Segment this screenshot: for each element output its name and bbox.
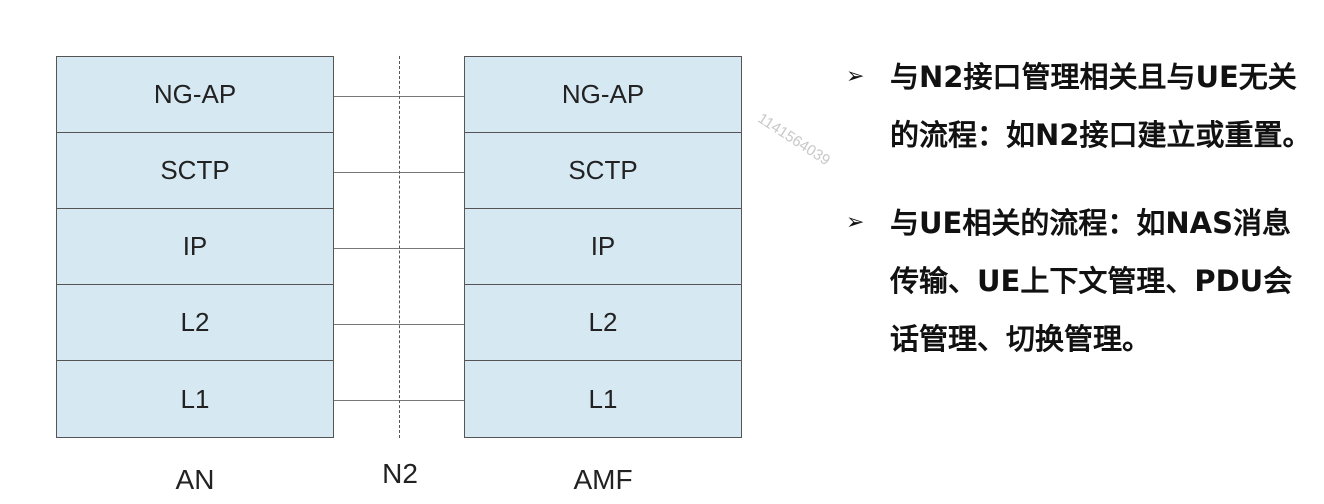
amf-layer-l2: L2: [465, 285, 741, 361]
arrow-bullet-icon: ➢: [846, 210, 865, 235]
bullet-item: ➢ 与N2接口管理相关且与UE无关的流程：如N2接口建立或重置。: [846, 48, 1316, 164]
an-layer-ip: IP: [57, 209, 333, 285]
an-protocol-stack: NG-AP SCTP IP L2 L1: [56, 56, 334, 438]
bullet-text: 与N2接口管理相关且与UE无关的流程：如N2接口建立或重置。: [890, 60, 1312, 152]
an-caption: AN: [175, 464, 215, 495]
an-layer-ngap: NG-AP: [57, 57, 333, 133]
an-layer-sctp: SCTP: [57, 133, 333, 209]
amf-layer-ngap: NG-AP: [465, 57, 741, 133]
bullet-item: ➢ 与UE相关的流程：如NAS消息传输、UE上下文管理、PDU会话管理、切换管理…: [846, 194, 1316, 368]
amf-protocol-stack: NG-AP SCTP IP L2 L1: [464, 56, 742, 438]
bullet-text: 与UE相关的流程：如NAS消息传输、UE上下文管理、PDU会话管理、切换管理。: [890, 206, 1293, 356]
an-layer-l1: L1: [57, 361, 333, 437]
an-layer-l2: L2: [57, 285, 333, 361]
n2-interface-divider: [399, 56, 400, 438]
arrow-bullet-icon: ➢: [846, 64, 865, 89]
amf-layer-ip: IP: [465, 209, 741, 285]
amf-caption: AMF: [573, 464, 633, 495]
n2-caption: N2: [382, 458, 418, 489]
bullet-list: ➢ 与N2接口管理相关且与UE无关的流程：如N2接口建立或重置。 ➢ 与UE相关…: [846, 48, 1316, 368]
amf-layer-l1: L1: [465, 361, 741, 437]
amf-layer-sctp: SCTP: [465, 133, 741, 209]
watermark: 1141564039: [754, 110, 834, 170]
